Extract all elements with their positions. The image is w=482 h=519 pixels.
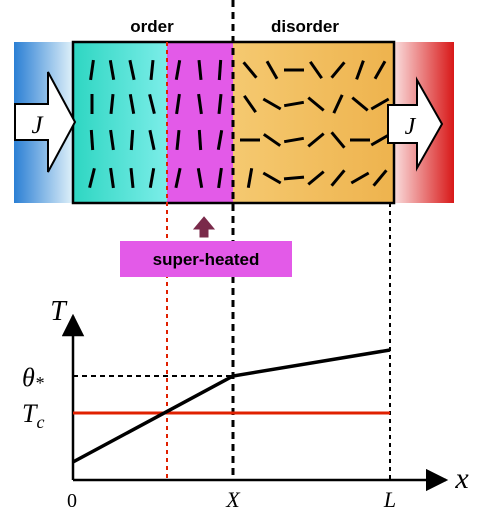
- molecule-dash: [109, 167, 115, 189]
- molecule-dash: [351, 96, 369, 112]
- molecule-dash: [89, 129, 95, 151]
- molecule-dash: [307, 96, 325, 112]
- molecule-dash: [283, 100, 305, 108]
- molecule-dash: [89, 59, 95, 81]
- molecule-dash: [243, 94, 257, 114]
- superheated-pointer: [192, 216, 216, 238]
- molecule-dash: [174, 59, 182, 81]
- molecule-dash: [197, 93, 203, 115]
- molecule-dash: [197, 129, 203, 151]
- tc-label: Tc: [22, 399, 44, 432]
- molecule-dash: [262, 171, 282, 185]
- molecule-dash: [262, 133, 282, 147]
- molecule-dash: [109, 93, 115, 115]
- molecule-dash: [108, 59, 116, 81]
- molecule-dash: [217, 167, 223, 189]
- flux-in-arrow: J: [14, 71, 77, 173]
- molecule-dash: [372, 169, 388, 187]
- molecule-dash: [262, 97, 282, 111]
- molecule-dash: [373, 60, 387, 80]
- molecule-dash: [330, 131, 346, 149]
- molecule-dash: [109, 129, 115, 151]
- molecule-dash: [196, 167, 204, 189]
- molecule-dash: [197, 59, 203, 81]
- flux-out-arrow: J: [387, 76, 444, 172]
- molecule-dash: [246, 167, 254, 189]
- molecule-dash: [370, 133, 390, 147]
- disorder-label: disorder: [271, 17, 339, 36]
- x-tick-0: 0: [67, 490, 77, 512]
- x-tick-X: X: [225, 487, 241, 512]
- x-axis-label: x: [454, 462, 469, 495]
- flux-in-label: J: [31, 112, 44, 139]
- molecule-dash: [148, 129, 156, 151]
- theta-label: θ*: [22, 363, 44, 393]
- molecule-dash: [217, 93, 223, 115]
- molecule-dash: [350, 171, 370, 185]
- y-axis-label: T: [50, 296, 68, 327]
- molecule-dash: [129, 129, 135, 151]
- molecule-dash: [355, 60, 365, 80]
- molecule-dash: [149, 59, 155, 81]
- molecule-dash: [370, 97, 390, 111]
- molecule-dash: [265, 60, 279, 80]
- molecule-dash: [217, 59, 223, 81]
- molecule-dash: [307, 170, 325, 186]
- molecule-dash: [330, 61, 346, 79]
- molecule-dash: [216, 129, 224, 151]
- molecule-dash: [242, 61, 258, 79]
- molecule-dash: [283, 136, 305, 144]
- molecule-dash: [175, 93, 181, 115]
- molecule-dash: [332, 94, 344, 114]
- molecule-dash: [283, 175, 305, 181]
- superheated-label: super-heated: [153, 250, 260, 269]
- molecule-dash: [307, 132, 325, 148]
- x-tick-L: L: [383, 487, 396, 512]
- molecule-dash: [330, 169, 346, 187]
- molecule-dash: [88, 167, 96, 189]
- molecule-dash: [148, 93, 156, 115]
- molecule-dash: [148, 167, 156, 189]
- temperature-profile: [72, 348, 391, 464]
- flux-out-label: J: [405, 114, 417, 140]
- molecule-dash: [129, 167, 135, 189]
- order-label: order: [130, 17, 174, 36]
- molecule-dash: [309, 60, 323, 80]
- molecule-dash: [128, 93, 136, 115]
- molecule-dash: [175, 129, 181, 151]
- molecule-dash: [174, 167, 182, 189]
- molecule-dash: [128, 59, 136, 81]
- superheated-badge: [120, 241, 292, 277]
- molecule-dashes: [88, 59, 390, 189]
